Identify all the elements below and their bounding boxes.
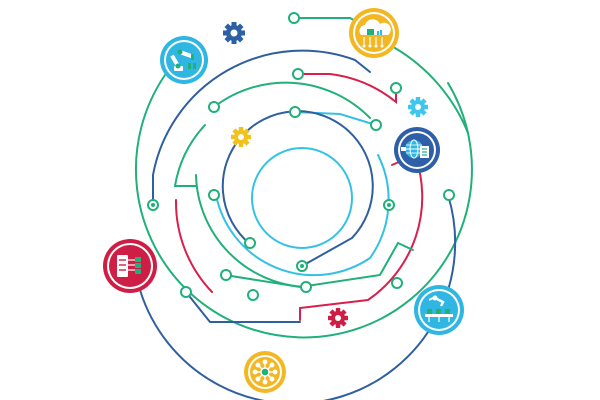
circuit-node — [300, 281, 312, 293]
circuit-node — [247, 289, 259, 301]
gear-icon — [408, 97, 428, 117]
circuit-trace-cyan-top — [294, 111, 377, 126]
circuit-trace-cyan — [215, 154, 390, 277]
circuit-trace-navy — [152, 49, 371, 206]
assembly-line-icon — [425, 295, 453, 322]
circuit-trace-crimson-right — [299, 153, 424, 321]
gear-icon — [223, 22, 245, 44]
circuit-node — [390, 82, 402, 94]
circuit-node — [292, 68, 304, 80]
circuit-trace-green-mid-lower — [224, 241, 414, 289]
gear-icon — [231, 127, 251, 147]
circuit-trace-crimson-left — [174, 199, 213, 293]
robot-arm-badge — [160, 36, 208, 84]
robot-arm-icon — [170, 49, 196, 71]
circuit-trace-navy-lower — [139, 194, 457, 400]
circuit-node — [443, 189, 455, 201]
circuit-trace-green-mid-left — [173, 124, 206, 187]
gear-icon — [328, 308, 348, 328]
hub-network-badge — [244, 351, 286, 393]
server-rack-icon — [117, 255, 141, 277]
circuit-node — [244, 237, 256, 249]
circuit-node — [208, 189, 220, 201]
circuit-trace-navy-spur — [185, 291, 301, 323]
assembly-line-badge — [414, 285, 464, 335]
server-rack-badge — [103, 239, 157, 293]
circuit-node — [289, 106, 301, 118]
global-network-badge — [394, 127, 440, 173]
cloud-computing-icon — [359, 19, 391, 48]
circuit-node — [208, 101, 220, 113]
circuit-trace-green-mid — [213, 81, 371, 119]
circuit-trace-outer-green-right — [394, 47, 469, 134]
circuit-trace-inner-cyan — [251, 147, 353, 249]
circuit-trace-green-mid-lower2 — [195, 174, 307, 288]
circuit-node — [370, 119, 382, 131]
circuit-node — [391, 277, 403, 289]
hub-network-icon — [252, 359, 278, 385]
global-network-document-icon — [401, 139, 429, 159]
circuit-node — [220, 269, 232, 281]
cloud-computing-badge — [349, 8, 399, 58]
circuit-trace-crimson-top — [297, 73, 397, 105]
circuit-node — [180, 286, 192, 298]
circuit-trace-outer-green — [134, 74, 473, 339]
circuit-node — [288, 12, 300, 24]
